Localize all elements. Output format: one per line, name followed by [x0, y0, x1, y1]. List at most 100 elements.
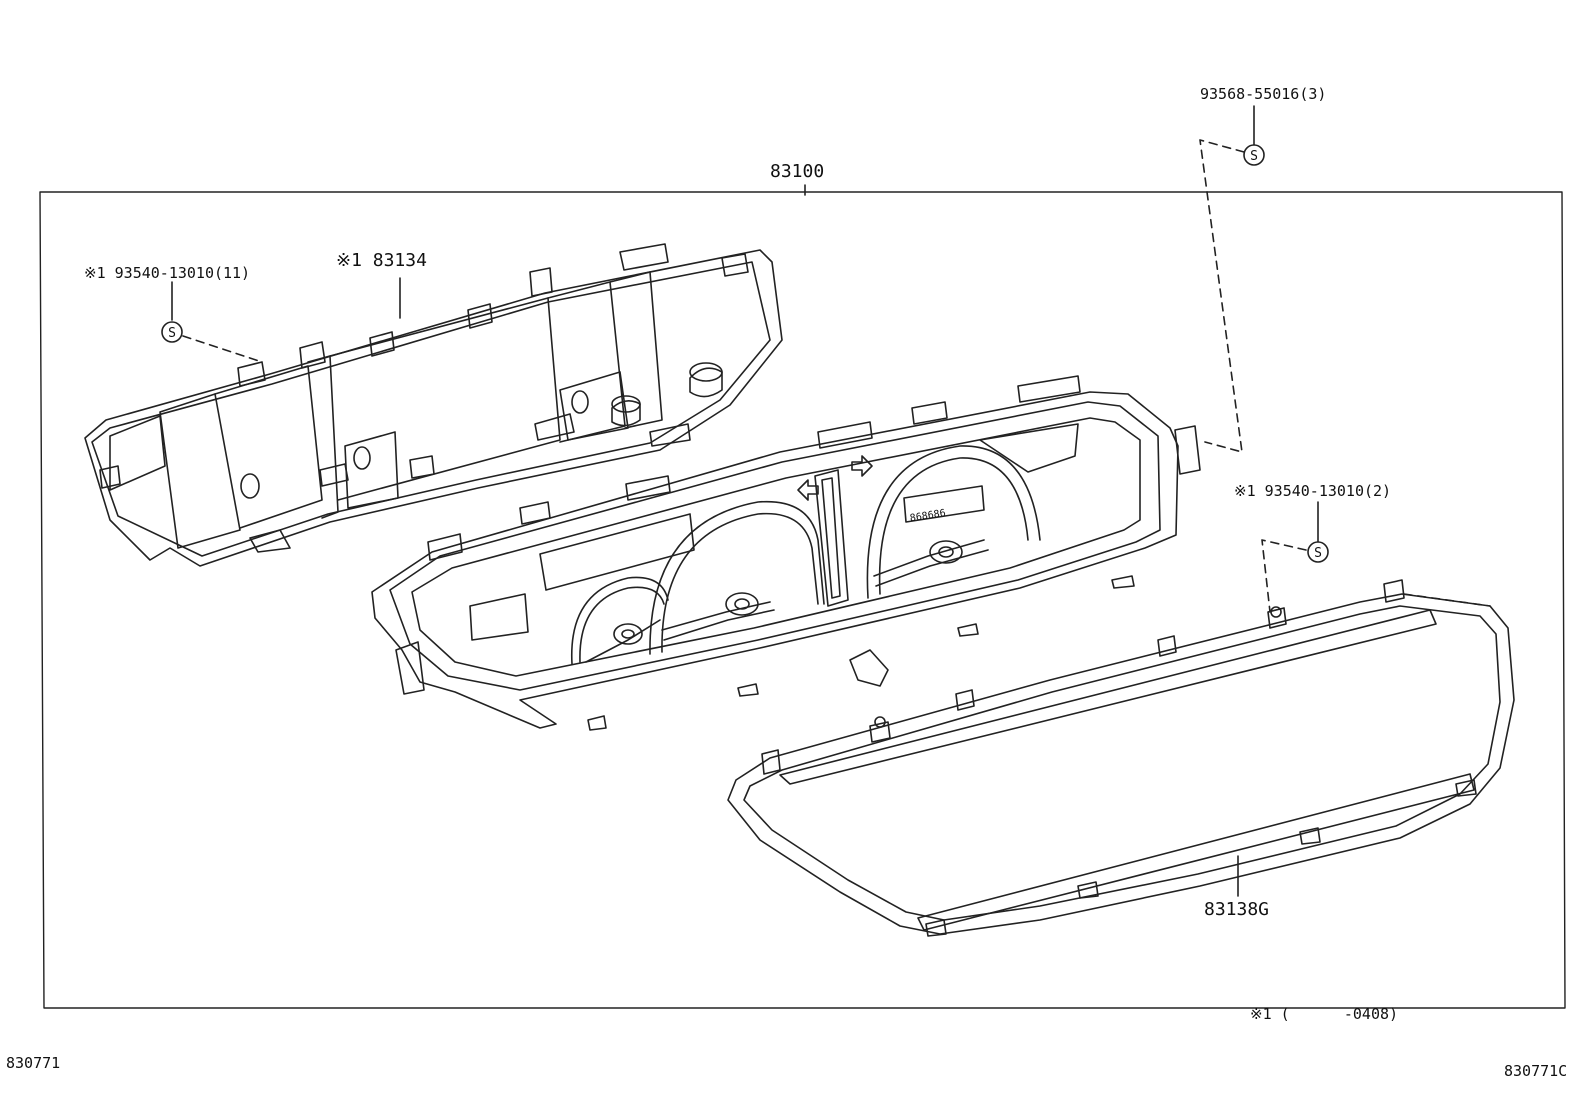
diagram-line — [1017, 375, 1081, 403]
dashed-line-right — [1261, 539, 1307, 613]
diagram-line — [878, 457, 1029, 595]
diagram-line — [734, 598, 750, 610]
diagram-line — [159, 393, 241, 549]
diagram-line — [1174, 425, 1201, 475]
callout-screw-left: ※1 93540-13010(11) — [84, 264, 251, 282]
diagram-line — [91, 261, 771, 557]
diagram-line — [814, 469, 849, 607]
meter-body — [371, 375, 1201, 731]
diagram-line — [319, 463, 349, 487]
diagram-line — [371, 391, 1179, 729]
diagram-line — [587, 715, 607, 731]
diagram-line — [427, 533, 463, 561]
diagram-line — [1243, 144, 1265, 166]
diagram-line — [611, 395, 641, 413]
diagram-line — [395, 641, 425, 695]
glass-panel — [727, 579, 1515, 937]
diagram-line — [409, 455, 435, 479]
diagram-line — [929, 540, 963, 564]
diagram-line — [1157, 635, 1177, 657]
diagram-line — [529, 267, 553, 297]
screw-marker-top-right: S — [1243, 144, 1265, 166]
diagram-line — [903, 485, 985, 523]
diagram-line — [534, 413, 575, 441]
diagram-line — [938, 546, 954, 558]
diagram-line — [1403, 593, 1491, 607]
screw-marker-label: S — [1250, 149, 1258, 164]
diagram-line — [469, 593, 529, 641]
diagram-line — [725, 592, 759, 616]
diagram-line — [625, 475, 671, 501]
diagram-line — [613, 623, 643, 645]
diagram-line — [307, 355, 339, 519]
diagram-line — [369, 331, 395, 357]
diagram-line — [619, 243, 669, 271]
diagram-line — [621, 629, 635, 639]
diagram-line — [979, 423, 1079, 473]
diagram-line — [547, 281, 626, 443]
diagram-line — [411, 417, 1141, 677]
footer-left-code: 830771 — [6, 1054, 61, 1072]
diagram-line — [849, 649, 889, 687]
screw-marker-right: S — [1307, 541, 1329, 563]
diagram-line — [874, 716, 886, 728]
diagram-line — [329, 297, 561, 501]
diagram-line — [957, 623, 979, 637]
diagram-line — [161, 321, 183, 343]
diagram-line — [821, 477, 841, 599]
callout-housing: ※1 83134 — [336, 250, 427, 271]
diagram-line — [955, 689, 975, 711]
screw-marker-label: S — [1314, 546, 1322, 561]
diagram-line — [661, 512, 819, 653]
screw-marker-label: S — [168, 326, 176, 341]
diagram-line — [721, 253, 749, 277]
diagram-line — [611, 400, 641, 427]
diagram-line — [1455, 779, 1477, 797]
diagram-line — [559, 371, 629, 441]
diagram-line — [1383, 579, 1405, 603]
diagram-line — [539, 513, 695, 591]
diagram-line — [1267, 607, 1287, 629]
dashed-line-left — [182, 335, 263, 363]
callout-screw-right: ※1 93540-13010(2) — [1234, 482, 1392, 500]
rear-housing — [84, 243, 783, 567]
diagram-line — [817, 421, 873, 449]
diagram-line — [727, 593, 1515, 935]
footnote: ※1 ( -0408) — [1250, 1005, 1399, 1023]
diagram-line — [467, 303, 493, 329]
diagram-line — [299, 341, 326, 369]
diagram-line — [689, 362, 723, 382]
diagram-line — [1270, 606, 1282, 618]
diagram-line — [779, 609, 1437, 785]
diagram-line — [761, 749, 781, 775]
diagram-line — [84, 249, 783, 567]
assembly-frame — [39, 191, 1566, 1009]
diagram-line — [743, 605, 1501, 921]
diagram-line — [237, 361, 266, 387]
diagram-line — [737, 683, 759, 697]
diagram-line — [609, 271, 663, 429]
dashed-line-top-right — [1199, 139, 1245, 453]
callout-glass: 83138G — [1204, 899, 1270, 920]
diagram-line — [389, 401, 1161, 691]
diagram-line — [689, 367, 723, 398]
diagram-line — [649, 500, 825, 655]
diagram-line — [240, 473, 260, 499]
diagram-line — [911, 401, 948, 425]
diagram-line — [1111, 575, 1135, 589]
diagram-line — [663, 609, 775, 641]
diagram-line — [344, 431, 399, 509]
screw-marker-left: S — [161, 321, 183, 343]
footer-right-code: 830771C — [1504, 1062, 1568, 1080]
diagram-line — [1077, 881, 1099, 899]
diagram-line — [925, 919, 947, 937]
diagram-line — [109, 415, 166, 491]
diagram-line — [214, 365, 323, 529]
diagram-line — [1307, 541, 1329, 563]
diagram-line — [851, 455, 873, 477]
diagram-line — [873, 539, 985, 577]
diagram-line — [661, 601, 771, 631]
diagram-line — [519, 501, 551, 525]
diagram-line — [797, 479, 819, 501]
